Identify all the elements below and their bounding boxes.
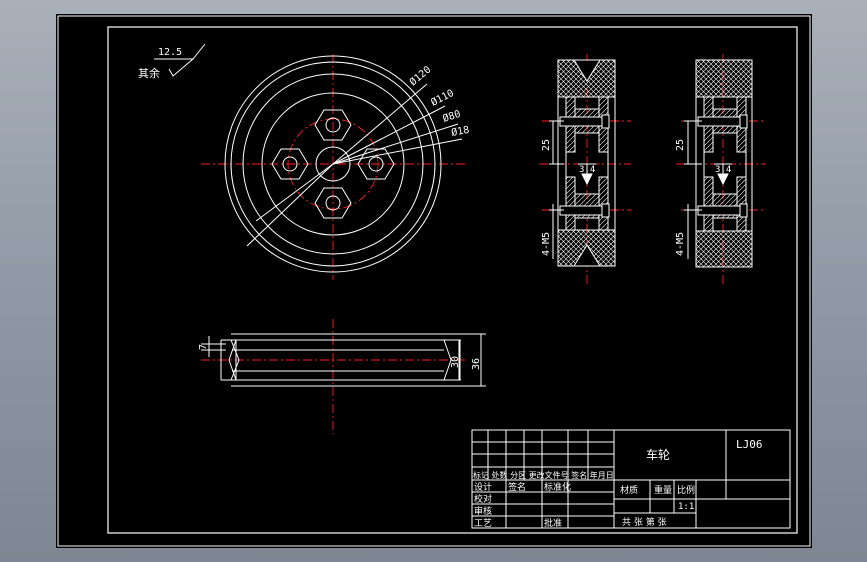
weight-label: 重量 xyxy=(654,484,672,496)
check-label: 校对 xyxy=(474,493,492,505)
dim-d110: Ø110 xyxy=(429,87,456,109)
right-dim-25: 25 xyxy=(675,139,686,151)
review-label: 审核 xyxy=(474,505,492,517)
side-dim-30: 30 xyxy=(450,356,461,368)
dim-d18: Ø18 xyxy=(450,124,470,139)
surface-roughness-symbol xyxy=(154,43,206,77)
roughness-value: 12.5 xyxy=(158,47,182,58)
right-dim-m5: 4-M5 xyxy=(675,232,686,256)
outer-frame xyxy=(57,15,811,547)
designer-label: 设计 xyxy=(474,481,492,493)
left-dim-25: 25 xyxy=(541,139,552,151)
approve-label: 批准 xyxy=(544,517,562,529)
side-view: 7 30 36 xyxy=(198,319,486,434)
left-dim-m5: 4-M5 xyxy=(541,232,552,256)
cad-drawing: 12.5 其余 Ø120 xyxy=(57,15,811,547)
dim-d120: Ø120 xyxy=(407,64,433,89)
side-dim-7: 7 xyxy=(198,344,209,350)
designer-sign: 签名 xyxy=(508,481,526,493)
dim-d80: Ø80 xyxy=(441,108,462,125)
section-view-left: 25 4-M5 3.4 xyxy=(539,54,631,284)
scale-value: 1:1 xyxy=(678,502,694,512)
part-name: 车轮 xyxy=(646,447,670,462)
header-row: 标记 处数 分区 更改文件号 签名 年月日 xyxy=(473,470,614,480)
section-view-right: 25 4-M5 3.4 xyxy=(675,54,766,284)
drawing-number: LJ06 xyxy=(736,438,763,451)
title-block xyxy=(471,429,791,529)
title-block-texts: 车轮 LJ06 标记 处数 分区 更改文件号 签名 年月日 设计 签名 标准化 … xyxy=(473,438,763,529)
side-dim-36: 36 xyxy=(471,358,482,370)
cad-viewport[interactable]: 12.5 其余 Ø120 xyxy=(56,14,812,548)
right-dim-small: 3.4 xyxy=(715,165,731,175)
sheets-label: 共 张 第 张 xyxy=(622,516,667,528)
roughness-note: 其余 xyxy=(138,66,160,80)
inner-frame xyxy=(107,26,798,534)
front-view: Ø120 Ø110 Ø80 Ø18 xyxy=(201,54,470,280)
standardization-label: 标准化 xyxy=(544,481,571,493)
scale-label: 比例 xyxy=(677,484,695,496)
left-dim-small: 3.4 xyxy=(579,165,595,175)
process-label: 工艺 xyxy=(474,518,492,529)
material-label: 材质 xyxy=(620,484,638,496)
